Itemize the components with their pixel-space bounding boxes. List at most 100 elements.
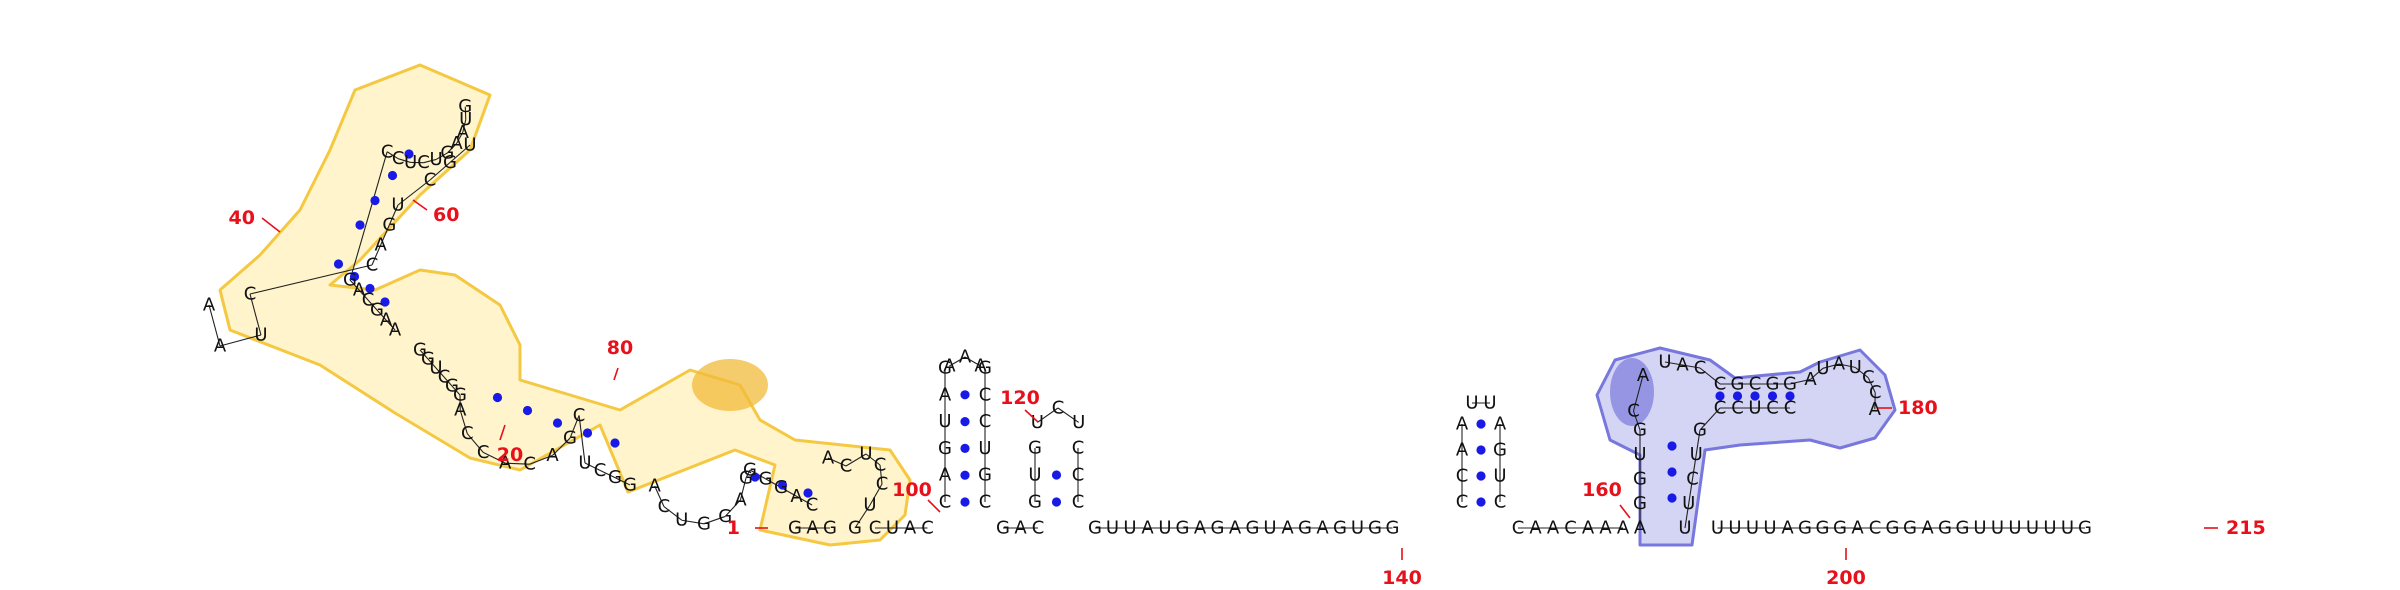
nucleotide: U (1493, 466, 1506, 487)
base-pair-dot (1051, 497, 1062, 507)
backbone-segment (865, 453, 881, 466)
nucleotide: G (718, 506, 732, 527)
nucleotide: G (1633, 420, 1647, 441)
backbone-segment (1810, 367, 1824, 380)
backbone-segment (358, 289, 369, 301)
number-tick (1619, 504, 1631, 519)
nucleotide: U (1123, 518, 1136, 539)
nucleotide: A (1781, 518, 1794, 539)
nucleotide: U (886, 518, 899, 539)
nucleotide-letters: GAGGUCCUCACAGGGGAGGUCAGGCUCGACACCAGGCUGG… (203, 96, 2092, 539)
backbone-segment (386, 151, 399, 160)
strand-d1-bottom-strand: CAGGGGAGGUCA (649, 460, 819, 535)
nucleotide: A (1617, 518, 1630, 539)
nucleotide: U (1711, 518, 1724, 539)
position-number-200: 200 (1826, 567, 1866, 589)
nucleotide: U (863, 495, 876, 516)
backbone-segment (552, 437, 571, 456)
nucleotide: G (697, 513, 711, 534)
nucleotide: C (1731, 398, 1744, 419)
nucleotide: G (563, 428, 577, 449)
position-number-60: 60 (433, 204, 459, 226)
nucleotide: A (499, 453, 512, 474)
nucleotide: C (658, 496, 671, 517)
backbone-segment (423, 158, 437, 164)
backbone-segment (964, 356, 981, 367)
backbone-segment (1867, 377, 1876, 393)
strand-hp1-left: CAGUAG (938, 358, 952, 513)
nucleotide: A (1851, 518, 1864, 539)
nucleotide: A (375, 235, 388, 256)
backbone-segment (1057, 407, 1079, 423)
backbone-segment (456, 132, 464, 144)
base-pair-dot (522, 405, 533, 416)
nucleotide: U (1816, 358, 1829, 379)
nucleotide: C (876, 474, 889, 495)
backbone-segment (949, 356, 966, 367)
nucleotide: C (1072, 465, 1085, 486)
backbone-segment (380, 224, 390, 246)
number-tick (1024, 409, 1039, 423)
nucleotide: A (1676, 355, 1689, 376)
nucleotide: C (1766, 398, 1779, 419)
nucleotide: U (1991, 518, 2004, 539)
base-pair-dot (1715, 391, 1725, 401)
nucleotide: G (938, 438, 952, 459)
nucleotide: G (1886, 518, 1900, 539)
nucleotide: U (1728, 518, 1741, 539)
nucleotide: C (979, 492, 992, 513)
nucleotide: C (477, 442, 490, 463)
backbone-segment (529, 454, 553, 465)
backbone-segment (1688, 478, 1694, 504)
number-tick (499, 424, 506, 441)
nucleotide: G (608, 467, 622, 488)
backbone-segment (1699, 367, 1721, 385)
nucleotide: C (438, 367, 451, 388)
nucleotide: U (1263, 518, 1276, 539)
backbone-segment (739, 477, 747, 500)
nucleotide: G (1766, 374, 1780, 395)
base-pair-dot (1476, 419, 1486, 429)
nucleotide: U (1746, 518, 1759, 539)
nucleotide: G (370, 300, 384, 321)
nucleotide: A (649, 475, 662, 496)
nucleotide: G (445, 376, 459, 397)
backbone-segment (569, 415, 580, 439)
number-tick (261, 217, 281, 233)
nucleotide: C (1686, 469, 1699, 490)
nucleotide: A (1869, 399, 1882, 420)
base-pair-dot (777, 480, 788, 490)
nucleotide: G (848, 518, 862, 539)
backbone-segment (449, 144, 471, 163)
nucleotide: G (1176, 518, 1190, 539)
nucleotide: G (1833, 518, 1847, 539)
nucleotide: G (1333, 518, 1347, 539)
strand-hp2-loop: UCU (1031, 398, 1086, 433)
nucleotide: A (546, 445, 559, 466)
nucleotide: U (430, 149, 443, 170)
domain1-highlight (218, 63, 912, 547)
nucleotide: G (774, 477, 788, 498)
nucleotide: C (1456, 492, 1469, 513)
position-number-100: 100 (892, 479, 932, 501)
nucleotide: C (594, 460, 607, 481)
nucleotide: G (623, 475, 637, 496)
nucleotide: U (938, 411, 951, 432)
base-pair-dot (960, 443, 970, 453)
nucleotide: C (244, 284, 257, 305)
nucleotide: A (1599, 518, 1612, 539)
backbone-segment (429, 162, 451, 181)
nucleotide: C (1714, 374, 1727, 395)
backbone-segment (249, 264, 373, 295)
nucleotide: C (840, 456, 853, 477)
nucleotide: G (1246, 518, 1260, 539)
position-number-180: 180 (1898, 397, 1938, 419)
nucleotide: U (1483, 393, 1496, 414)
base-pair-dot (333, 259, 344, 269)
nucleotide: G (440, 142, 454, 163)
